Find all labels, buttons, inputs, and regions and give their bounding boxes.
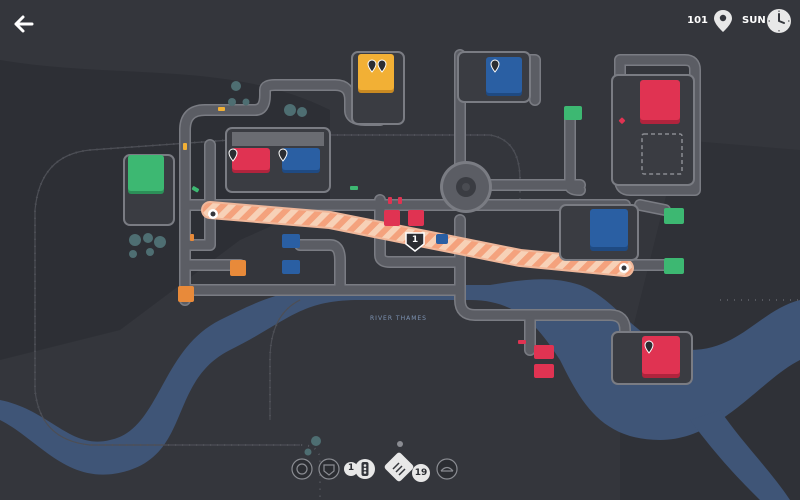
selector-indicator bbox=[397, 441, 403, 447]
roundabout-icon[interactable] bbox=[291, 458, 313, 480]
motorway-bridge[interactable] bbox=[201, 201, 634, 277]
trees bbox=[129, 81, 321, 456]
buildings bbox=[123, 51, 695, 385]
score-count: 101 bbox=[687, 15, 708, 26]
traffic-light-icon[interactable] bbox=[343, 458, 377, 480]
day-label: SUN bbox=[742, 15, 766, 26]
railway-line bbox=[34, 134, 521, 446]
back-button[interactable] bbox=[10, 10, 38, 38]
bridge-icon[interactable] bbox=[436, 458, 458, 480]
destination-pins bbox=[228, 59, 654, 354]
river-label: RIVER THAMES bbox=[370, 315, 427, 322]
clock-icon[interactable] bbox=[766, 8, 792, 34]
motorway-icon[interactable] bbox=[318, 458, 340, 480]
road-tiles-icon[interactable] bbox=[384, 452, 432, 486]
river-branch bbox=[690, 410, 790, 500]
map-pin-icon bbox=[714, 10, 732, 32]
cars bbox=[183, 107, 626, 344]
arrow-left-icon bbox=[14, 15, 34, 33]
roundabout[interactable] bbox=[440, 161, 492, 213]
river bbox=[0, 279, 800, 475]
bridge-number: 1 bbox=[411, 235, 419, 245]
road-tiles-count: 19 bbox=[414, 468, 428, 478]
traffic-light-count: 1 bbox=[347, 463, 355, 473]
